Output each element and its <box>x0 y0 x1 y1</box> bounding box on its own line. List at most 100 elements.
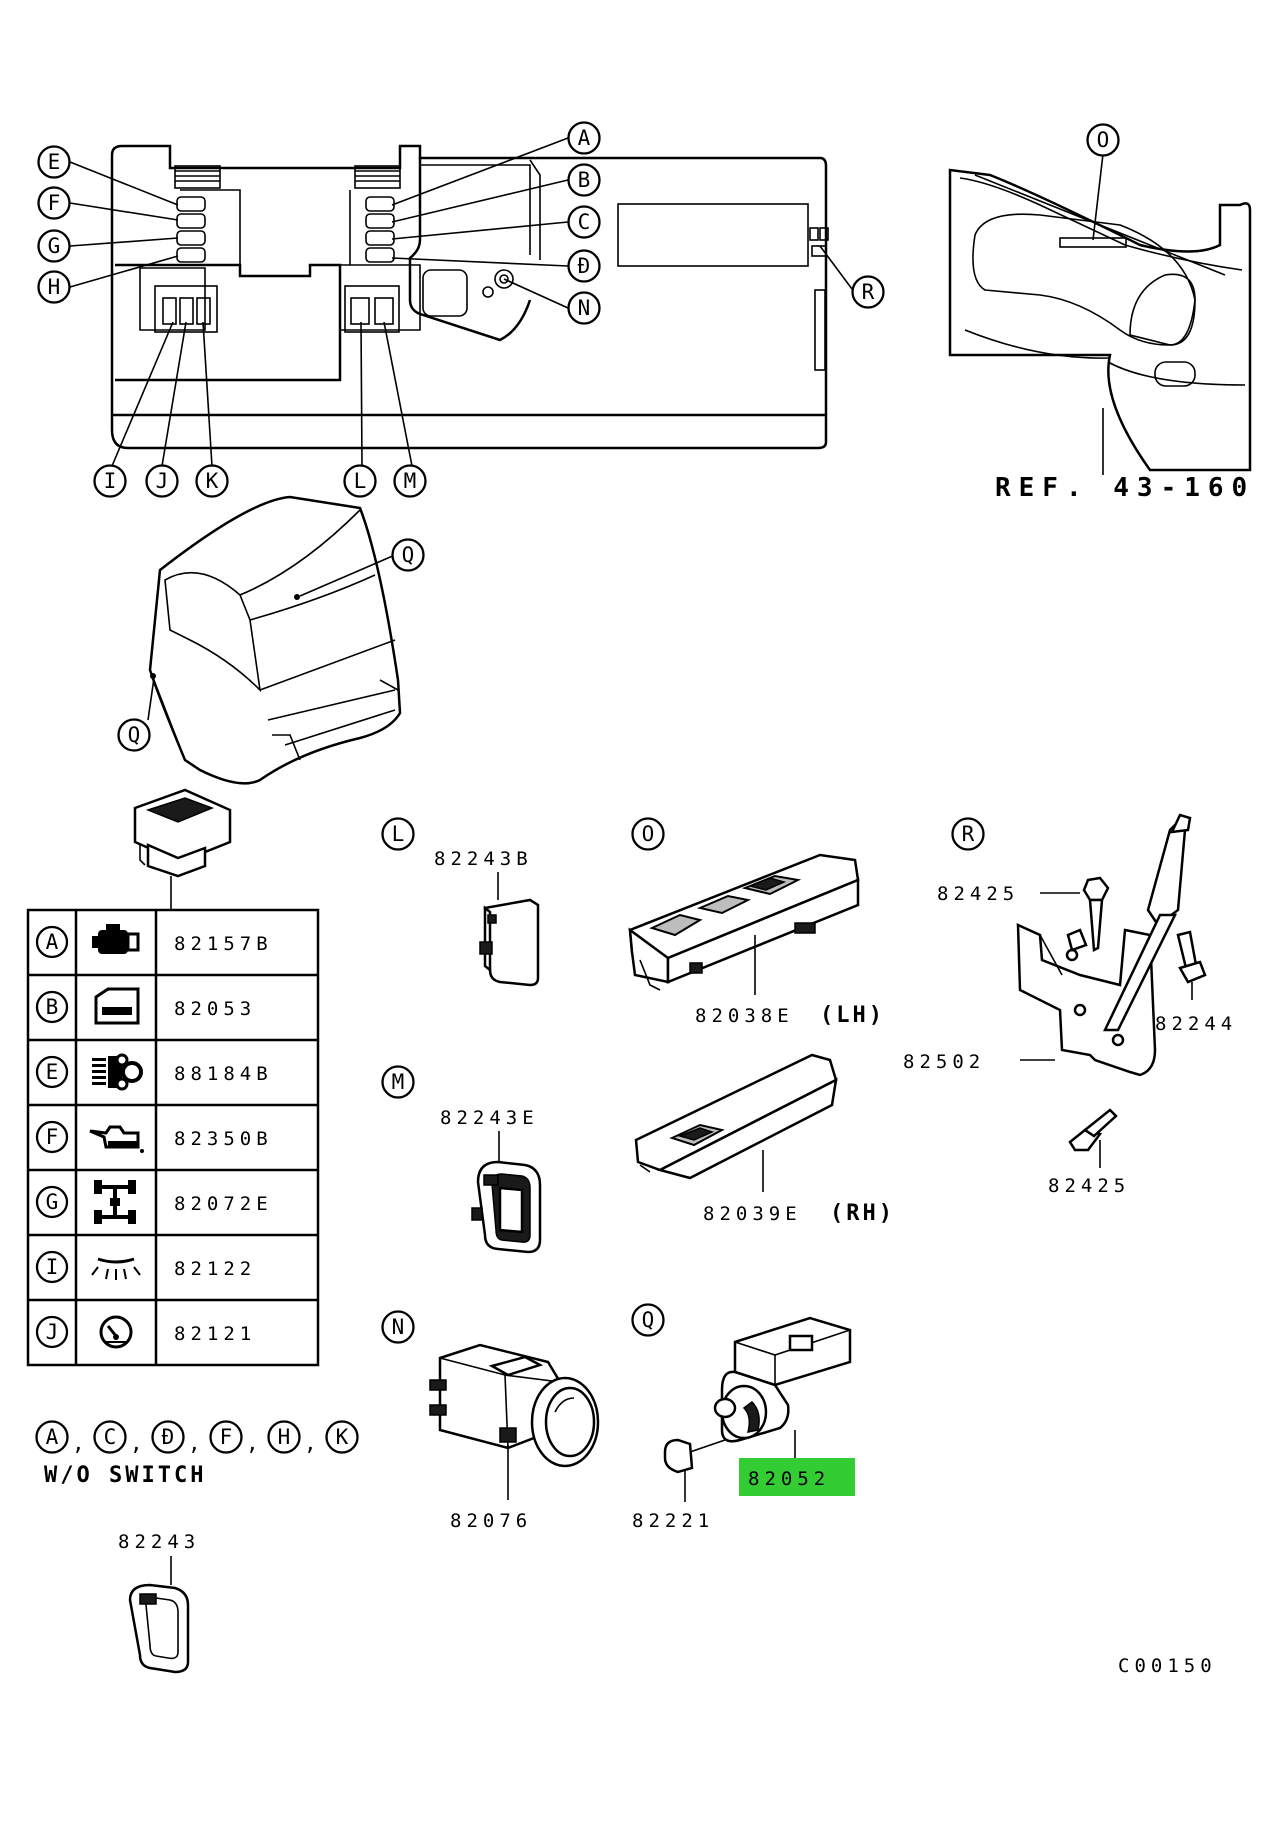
svg-text:K: K <box>206 469 219 493</box>
part-82425-top-label: 82425 <box>937 883 1019 905</box>
svg-text:Q: Q <box>402 543 415 567</box>
svg-text:O: O <box>642 822 655 846</box>
part-82038E-label: 82038E <box>695 1005 794 1027</box>
switch-table-row: E 88184B <box>28 1038 318 1091</box>
door-leaders <box>1092 153 1104 475</box>
svg-text:L: L <box>392 822 405 846</box>
part-82243B-label: 82243B <box>434 848 533 870</box>
without-switch-key: F, <box>209 1420 259 1455</box>
without-switch-key: Đ, <box>151 1420 201 1455</box>
switch-key: F <box>46 1125 59 1149</box>
switch-part-number: 82121 <box>174 1323 256 1345</box>
part-O-group: O 82038E (LH) 82039E (RH) <box>628 817 892 1226</box>
callout-A: A <box>567 121 601 155</box>
oil-can-icon <box>89 1125 144 1153</box>
svg-text:K: K <box>336 1425 349 1449</box>
part-82243-label: 82243 <box>118 1531 200 1553</box>
cab-drawing <box>148 495 402 785</box>
part-82425-bottom-label: 82425 <box>1048 1175 1130 1197</box>
svg-text:C: C <box>578 210 591 234</box>
engine-icon <box>92 924 140 954</box>
part-82052-label: 82052 <box>748 1468 830 1490</box>
callout-N: N <box>567 291 601 325</box>
switch-table-row: A 82157B <box>35 924 273 959</box>
svg-text:C: C <box>104 1425 117 1449</box>
switch-key: A <box>46 930 59 954</box>
callout-L: L <box>343 464 377 498</box>
switch-key: J <box>46 1320 59 1344</box>
svg-text:R: R <box>862 280 875 304</box>
switch-key: I <box>46 1255 59 1279</box>
without-switch-key: A, <box>35 1420 85 1455</box>
svg-text:L: L <box>354 469 367 493</box>
svg-text:E: E <box>48 150 61 174</box>
callout-K: K <box>195 464 229 498</box>
rocker-switch-drawing <box>133 788 232 910</box>
callout-M: M <box>393 464 427 498</box>
room-lamp-icon <box>91 1257 141 1280</box>
part-R-group: R 82425 82502 82244 82425 <box>903 813 1237 1197</box>
dashboard-drawing <box>110 144 829 450</box>
svg-text:J: J <box>156 469 169 493</box>
callout-B: B <box>567 163 601 197</box>
svg-text:H: H <box>278 1425 291 1449</box>
reference-label: REF. 43-160 <box>995 473 1255 503</box>
switch-table-row: F 82350B <box>28 1103 318 1154</box>
part-L-group: L 82243B <box>381 817 540 987</box>
without-switch-key: C, <box>93 1420 143 1455</box>
svg-text:Q: Q <box>642 1308 655 1332</box>
callout-F: F <box>37 186 71 220</box>
blank-switch-drawing: 82243 <box>118 1531 200 1674</box>
dashboard-leader-lines <box>69 137 853 467</box>
part-82244-label: 82244 <box>1155 1013 1237 1035</box>
callout-G: G <box>37 229 71 263</box>
switch-key: E <box>46 1060 59 1084</box>
switch-part-number: 88184B <box>174 1063 273 1085</box>
callout-H: H <box>37 270 71 304</box>
part-82076-label: 82076 <box>450 1510 532 1532</box>
svg-text:,: , <box>304 1431 317 1455</box>
callout-J: J <box>145 464 179 498</box>
svg-text:F: F <box>220 1425 233 1449</box>
svg-text:Đ: Đ <box>162 1425 175 1449</box>
svg-text:H: H <box>48 275 61 299</box>
switch-part-number: 82053 <box>174 998 256 1020</box>
svg-text:Q: Q <box>128 723 141 747</box>
exhaust-brake-icon <box>92 1053 143 1091</box>
gauge-icon <box>99 1315 133 1349</box>
svg-text:,: , <box>188 1431 201 1455</box>
svg-text:A: A <box>46 1425 59 1449</box>
door-icon <box>94 987 140 1025</box>
part-M-group: M 82243E <box>381 1065 542 1254</box>
switch-part-number: 82072E <box>174 1193 273 1215</box>
svg-text:,: , <box>130 1431 143 1455</box>
callout-E: E <box>37 145 71 179</box>
part-Q-group: Q 82221 82052 <box>631 1303 855 1532</box>
callout-Q-top: Q <box>391 538 425 572</box>
switch-part-number: 82122 <box>174 1258 256 1280</box>
svg-text:M: M <box>392 1070 405 1094</box>
svg-text:,: , <box>246 1431 259 1455</box>
callout-C: C <box>567 205 601 239</box>
part-82038E-suffix: (LH) <box>820 1003 885 1028</box>
svg-text:I: I <box>104 469 117 493</box>
callout-Q-side: Q <box>117 718 151 752</box>
callout-I: I <box>93 464 127 498</box>
svg-text:N: N <box>392 1315 405 1339</box>
switch-part-number: 82157B <box>174 933 273 955</box>
svg-text:A: A <box>578 126 591 150</box>
figure-code: C00150 <box>1118 1655 1217 1677</box>
callout-R: R <box>851 275 885 309</box>
svg-text:M: M <box>404 469 417 493</box>
switch-part-number: 82350B <box>174 1128 273 1150</box>
part-N-group: N 82076 <box>381 1310 600 1532</box>
without-switch-key: K <box>325 1420 359 1454</box>
svg-text:O: O <box>1097 128 1110 152</box>
svg-text:N: N <box>578 296 591 320</box>
part-82221-label: 82221 <box>632 1510 714 1532</box>
svg-text:,: , <box>72 1431 85 1455</box>
highlight-box <box>739 1458 855 1496</box>
